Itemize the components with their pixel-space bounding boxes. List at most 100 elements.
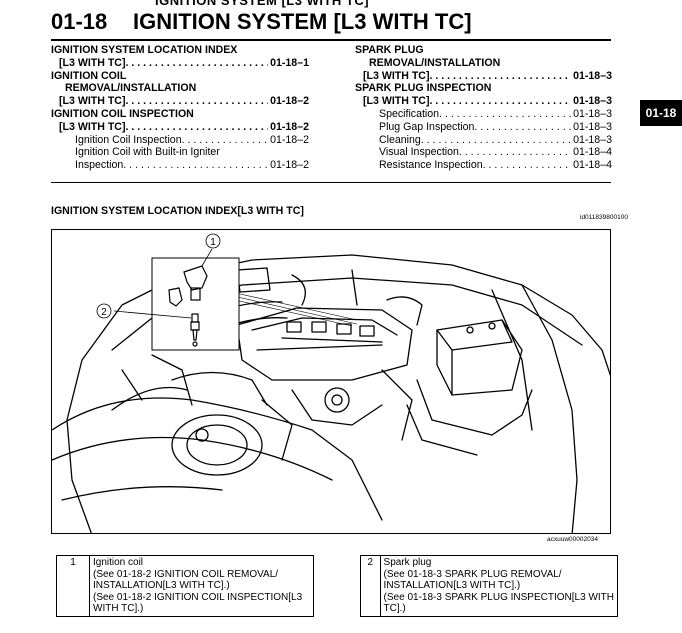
toc-entry-label: IGNITION COIL INSPECTION [51, 107, 194, 120]
toc-entry-label: Resistance Inspection [379, 159, 483, 172]
legend-number: 1 [56, 555, 90, 617]
callout-1-label: 1 [210, 237, 216, 248]
toc-page-number: 01-18–2 [270, 95, 309, 108]
toc-entry: Ignition Coil with Built-in Igniter [51, 146, 309, 159]
toc-page-number: 01-18–2 [270, 120, 309, 133]
toc-page-number: 01-18–3 [573, 133, 612, 146]
legend-ref-link[interactable]: INSTALLATION[L3 WITH TC].) [383, 580, 521, 591]
toc-entry-label: [L3 WITH TC] [363, 69, 430, 82]
toc-leader-dots [126, 121, 269, 134]
toc-entry[interactable]: [L3 WITH TC] 01-18–1 [51, 57, 309, 70]
toc-leader-dots [126, 95, 269, 108]
toc-page-number: 01-18–1 [270, 56, 309, 69]
toc-page-number: 01-18–3 [573, 95, 612, 108]
toc-entry-label: Ignition Coil with Built-in Igniter [75, 146, 220, 159]
legend-text: Spark plug (See 01-18-3 SPARK PLUG REMOV… [379, 555, 619, 617]
running-header: IGNITION SYSTEM [L3 WITH TC] [155, 0, 370, 8]
toc-page-number: 01-18–4 [573, 146, 612, 159]
callout-2-label: 2 [101, 307, 107, 318]
toc-entry-label: SPARK PLUG [355, 44, 424, 56]
location-index-title: IGNITION SYSTEM LOCATION INDEX[L3 WITH T… [51, 205, 304, 217]
toc-entry-label: Inspection [75, 159, 124, 172]
toc-leader-dots [430, 95, 572, 108]
toc-entry: REMOVAL/INSTALLATION [355, 57, 612, 70]
toc-leader-dots [123, 159, 268, 172]
toc-leader-dots [126, 57, 269, 70]
toc-entry-label: IGNITION COIL [51, 69, 127, 82]
toc-page-number: 01-18–3 [573, 69, 612, 82]
section-tab[interactable]: 01-18 [640, 100, 682, 126]
toc-entry-label: IGNITION SYSTEM LOCATION INDEX [51, 44, 238, 56]
section-number: 01-18 [51, 9, 108, 34]
engine-bay-drawing: 1 2 [52, 233, 610, 533]
legend-ref-link[interactable]: INSTALLATION[L3 WITH TC].) [93, 580, 230, 591]
callout-1 [205, 233, 221, 249]
toc-page-number: 01-18–4 [573, 159, 612, 172]
figure-id: id011839800100 [580, 214, 628, 221]
legend-table-2: 2 Spark plug (See 01-18-3 SPARK PLUG REM… [360, 555, 619, 617]
toc-leader-dots [459, 146, 571, 159]
toc-entry-label: REMOVAL/INSTALLATION [65, 82, 197, 95]
legend-part-name: Ignition coil [93, 557, 144, 568]
toc-entry-label: [L3 WITH TC] [59, 95, 126, 108]
toc-leader-dots [483, 159, 571, 172]
legend-ref-link[interactable]: (See 01-18-2 IGNITION COIL REMOVAL/ [93, 568, 279, 580]
toc-page-number: 01-18–2 [270, 159, 309, 172]
legend-ref-link[interactable]: WITH TC].) [93, 603, 144, 614]
toc-entry-label: [L3 WITH TC] [363, 95, 430, 108]
engine-bay-illustration: 1 2 [51, 229, 611, 534]
toc-entry: REMOVAL/INSTALLATION [51, 82, 309, 95]
toc-entry[interactable]: [L3 WITH TC] 01-18–2 [51, 95, 309, 108]
toc-entry[interactable]: Plug Gap Inspection 01-18–3 [355, 121, 612, 134]
toc-entry-label: [L3 WITH TC] [59, 120, 126, 133]
toc-entry[interactable]: [L3 WITH TC] 01-18–2 [51, 121, 309, 134]
toc-page-number: 01-18–2 [270, 133, 309, 146]
toc-entry: SPARK PLUG [355, 44, 612, 57]
legend-row: 1 Ignition coil (See 01-18-2 IGNITION CO… [56, 555, 314, 617]
toc-entry[interactable]: [L3 WITH TC] 01-18–3 [355, 70, 612, 83]
toc-entry-label: Visual Inspection [379, 146, 459, 159]
section-title: IGNITION SYSTEM [L3 WITH TC] [133, 9, 472, 34]
toc-left-column: IGNITION SYSTEM LOCATION INDEX[L3 WITH T… [51, 44, 309, 172]
legend-number: 2 [360, 555, 381, 617]
toc-leader-dots [182, 134, 269, 147]
toc-entry[interactable]: Inspection 01-18–2 [51, 159, 309, 172]
legend-ref-link[interactable]: (See 01-18-3 SPARK PLUG INSPECTION[L3 WI… [383, 591, 614, 603]
legend-part-name: Spark plug [383, 557, 432, 568]
toc-leader-dots [421, 134, 571, 147]
legend-table-1: 1 Ignition coil (See 01-18-2 IGNITION CO… [56, 555, 314, 617]
legend-ref-link[interactable]: (See 01-18-3 SPARK PLUG REMOVAL/ [383, 568, 562, 580]
toc-entry[interactable]: Visual Inspection 01-18–4 [355, 146, 612, 159]
toc-entry-label: [L3 WITH TC] [59, 56, 126, 69]
toc-leader-dots [439, 108, 571, 121]
toc-entry-label: SPARK PLUG INSPECTION [355, 82, 492, 95]
title-rule [51, 39, 611, 41]
legend-row: 2 Spark plug (See 01-18-3 SPARK PLUG REM… [360, 555, 619, 617]
toc-entry: IGNITION SYSTEM LOCATION INDEX [51, 44, 309, 57]
toc-leader-dots [430, 70, 572, 83]
toc-page-number: 01-18–3 [573, 120, 612, 133]
toc-entry: SPARK PLUG INSPECTION [355, 82, 612, 95]
toc-entry[interactable]: Ignition Coil Inspection01-18–2 [51, 134, 309, 147]
toc-leader-dots [474, 121, 571, 134]
legend-text: Ignition coil (See 01-18-2 IGNITION COIL… [89, 555, 314, 617]
toc-entry: IGNITION COIL INSPECTION [51, 108, 309, 121]
toc-entry[interactable]: [L3 WITH TC] 01-18–3 [355, 95, 612, 108]
toc-entry[interactable]: Resistance Inspection 01-18–4 [355, 159, 612, 172]
figure-code: acxuuw00002034 [547, 536, 598, 543]
toc-entry: IGNITION COIL [51, 70, 309, 83]
callout-2 [96, 303, 112, 319]
toc-entry-label: Specification [379, 107, 440, 120]
toc-entry[interactable]: Cleaning 01-18–3 [355, 134, 612, 147]
legend-ref-link[interactable]: TC].) [383, 603, 406, 614]
toc-entry-label: Plug Gap Inspection [379, 120, 475, 133]
legend-ref-link[interactable]: (See 01-18-2 IGNITION COIL INSPECTION[L3 [93, 591, 303, 603]
section-heading: 01-18 IGNITION SYSTEM [L3 WITH TC] [51, 9, 611, 39]
toc-entry-label: Cleaning [379, 133, 421, 146]
toc-entry[interactable]: Specification 01-18–3 [355, 108, 612, 121]
toc-page-number: 01-18–3 [573, 107, 612, 120]
toc-entry-label: REMOVAL/INSTALLATION [369, 56, 501, 69]
toc-divider [51, 182, 611, 183]
